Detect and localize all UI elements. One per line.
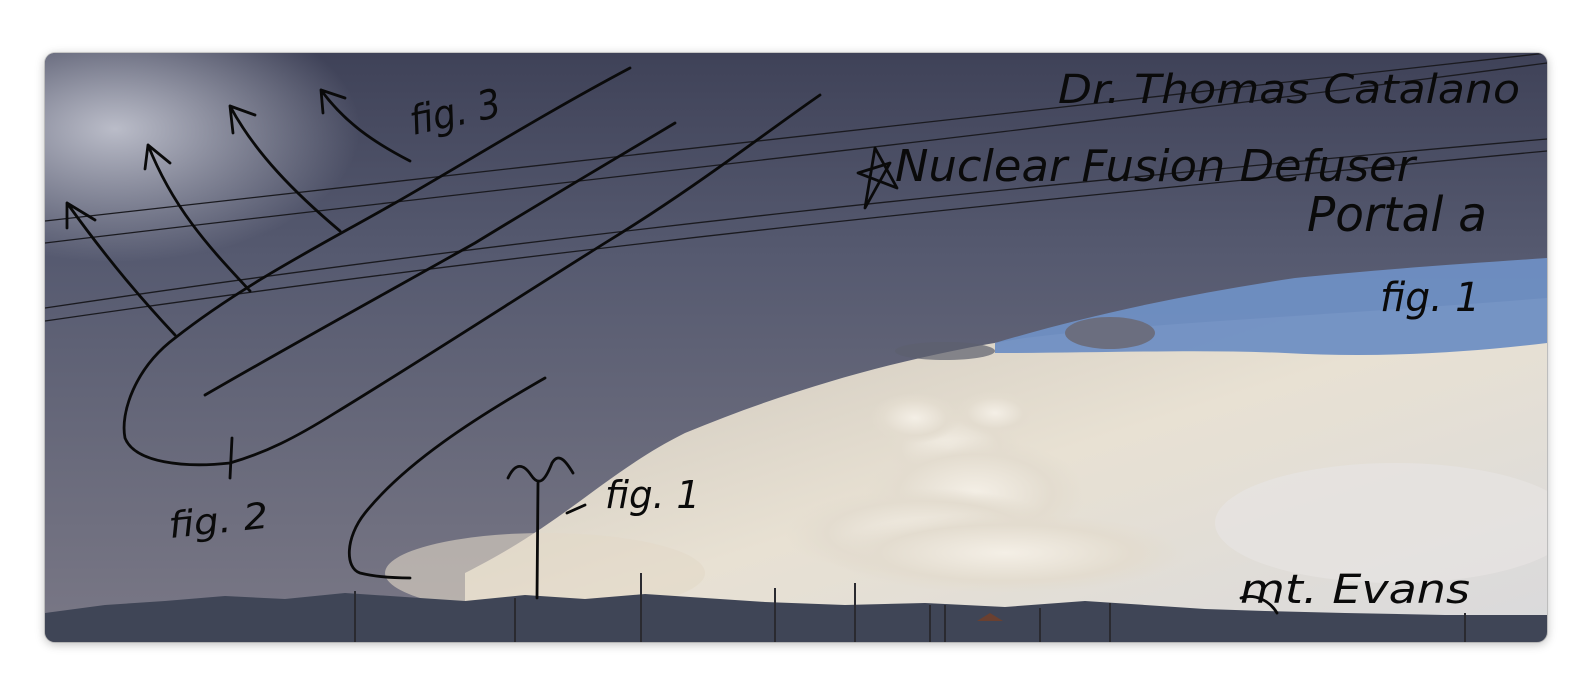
low-cloud: [385, 533, 705, 613]
fig1-dash: [565, 503, 587, 515]
thin-dark-cloud: [895, 342, 995, 360]
small-dark-cloud: [1065, 317, 1155, 349]
mt-evans-underline: [1239, 595, 1279, 615]
ink-drawings: [65, 66, 1279, 615]
arrow-4: [319, 88, 412, 163]
title-annotation: Nuclear Fusion Defuser: [895, 141, 1418, 192]
fig-top-right-annotation: fig. 1: [1380, 275, 1480, 321]
location-annotation: mt. Evans: [1240, 567, 1470, 613]
cumulus-cloud: [785, 391, 1185, 593]
fig2-tick: [228, 436, 234, 480]
fig1-tilde: [506, 456, 575, 483]
portal-annotation: Portal a: [1307, 187, 1487, 243]
right-cloud-bank: [1215, 463, 1547, 583]
author-annotation: Dr. Thomas Catalano: [1058, 67, 1520, 113]
power-lines: [45, 53, 1547, 322]
building-roof: [977, 613, 1003, 621]
funnel-outline: [122, 66, 822, 467]
photo-canvas: Dr. Thomas Catalano Nuclear Fusion Defus…: [45, 53, 1547, 642]
arrow-2: [143, 143, 252, 293]
arrow-1: [65, 201, 177, 337]
fig1-post: [535, 481, 540, 600]
left-cloud-glow: [45, 53, 745, 433]
arrow-3: [228, 104, 342, 233]
mountain-range: [45, 593, 1547, 642]
curve-stroke: [347, 376, 547, 580]
star-icon: [856, 146, 899, 210]
annotated-sky-photo: Dr. Thomas Catalano Nuclear Fusion Defus…: [45, 53, 1547, 642]
inner-stroke: [203, 121, 677, 397]
utility-poles: [354, 573, 1466, 642]
fig1-annotation: fig. 1: [605, 473, 700, 517]
